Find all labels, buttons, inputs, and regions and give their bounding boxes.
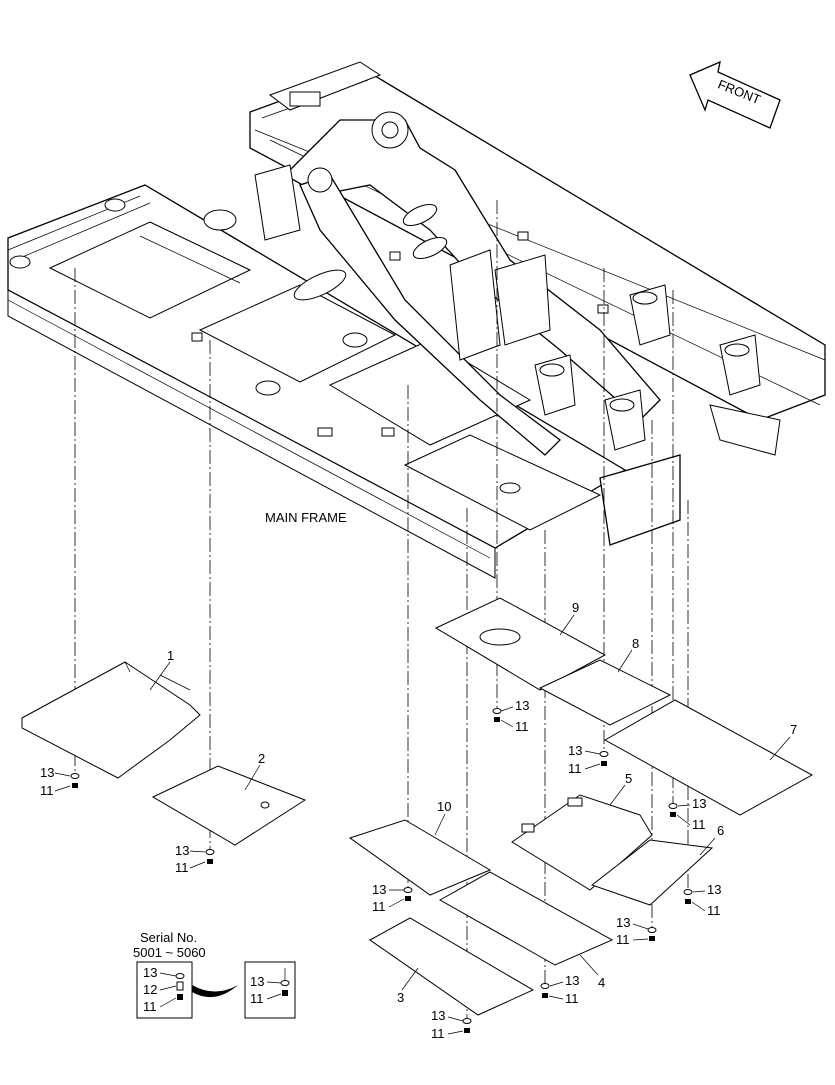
washer-label: 13 <box>250 974 264 989</box>
bolt-label: 11 <box>565 991 579 1006</box>
washer-label: 13 <box>616 915 630 930</box>
bolt-label: 11 <box>616 932 630 947</box>
part-label-3: 3 <box>397 990 404 1005</box>
main-frame-drawing <box>7 61 826 579</box>
part-label-4: 4 <box>598 975 605 990</box>
part-label-6: 6 <box>717 823 724 838</box>
part-label-10: 10 <box>437 799 451 814</box>
part-label-5: 5 <box>625 771 632 786</box>
bolt-label: 11 <box>431 1026 445 1041</box>
washer-label: 13 <box>565 973 579 988</box>
serial-title: Serial No. <box>140 930 197 945</box>
bolt-label: 11 <box>515 719 529 734</box>
part-labels: 1 2 3 4 5 6 7 8 9 10 <box>149 600 797 1005</box>
fasteners: 13 11 13 11 13 11 13 11 13 11 13 11 13 1… <box>40 698 721 1041</box>
bolt-label: 11 <box>692 817 706 832</box>
bolt-label: 11 <box>372 899 386 914</box>
bolt-label: 11 <box>143 999 157 1014</box>
bolt-label: 11 <box>568 761 582 776</box>
bolt-label: 11 <box>707 903 721 918</box>
washer-label: 13 <box>143 965 157 980</box>
cover-plates <box>21 597 814 1016</box>
part-label-8: 8 <box>632 636 639 651</box>
part-label-1: 1 <box>167 648 174 663</box>
spacer-label: 12 <box>143 982 157 997</box>
washer-label: 13 <box>568 743 582 758</box>
bolt-label: 11 <box>40 783 54 798</box>
washer-label: 13 <box>40 765 54 780</box>
bolt-label: 11 <box>250 991 264 1006</box>
washer-label: 13 <box>707 882 721 897</box>
washer-label: 13 <box>431 1008 445 1023</box>
bolt-label: 11 <box>175 860 189 875</box>
main-frame-label: MAIN FRAME <box>265 510 347 525</box>
washer-label: 13 <box>692 796 706 811</box>
part-label-9: 9 <box>572 600 579 615</box>
part-label-7: 7 <box>790 722 797 737</box>
washer-label: 13 <box>175 843 189 858</box>
serial-inset: Serial No. 5001 ~ 5060 13 12 11 13 11 <box>133 930 296 1019</box>
washer-label: 13 <box>372 882 386 897</box>
part-label-2: 2 <box>258 751 265 766</box>
front-arrow-icon <box>689 60 781 129</box>
washer-label: 13 <box>515 698 529 713</box>
serial-range: 5001 ~ 5060 <box>133 945 206 960</box>
